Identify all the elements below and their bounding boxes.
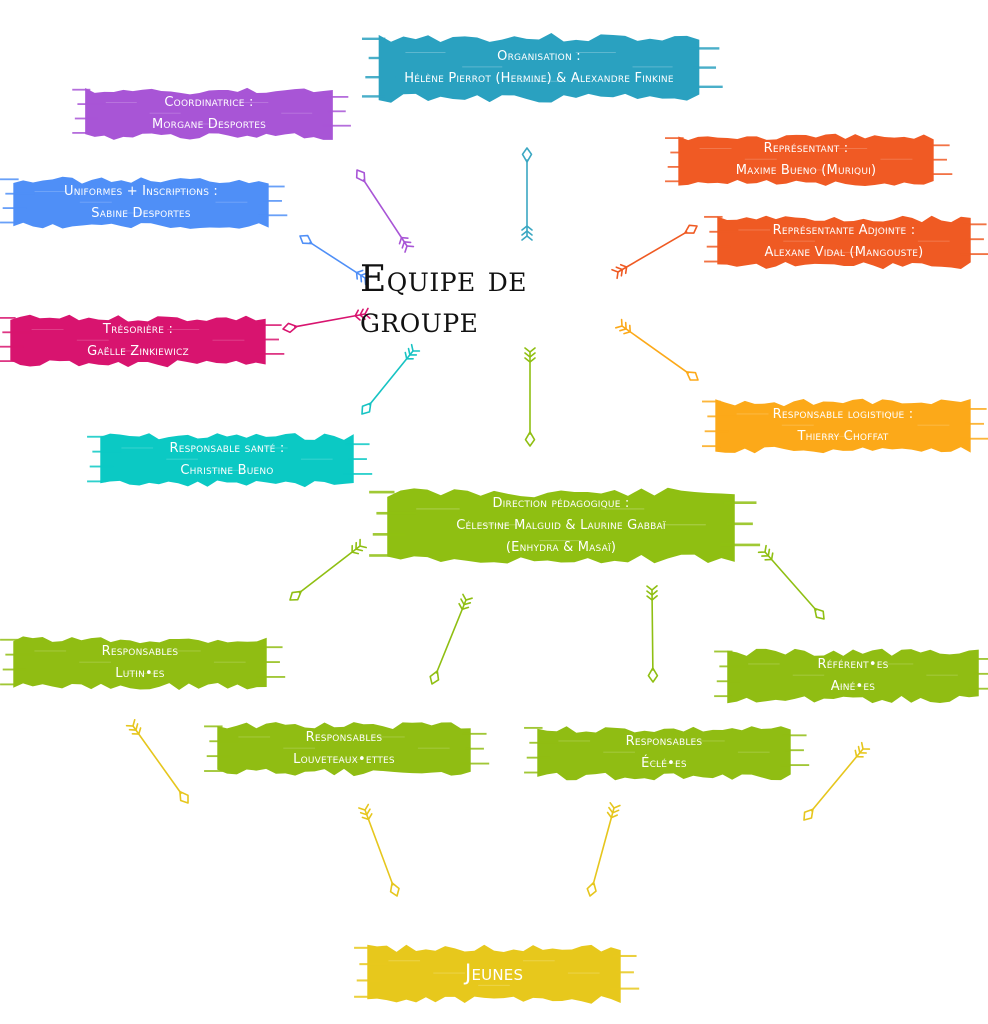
brush-stroke	[0, 636, 286, 691]
brush-stroke	[714, 648, 988, 704]
person-names: Maxime Bueno (Muriqui)	[735, 163, 877, 178]
role-label: Représentant :	[763, 141, 849, 156]
arrow-to-logistique	[615, 318, 699, 381]
role-label: Représentante Adjointe :	[772, 223, 916, 238]
group-name: Louveteaux•ettes	[293, 752, 395, 767]
person-names: Christine Bueno	[180, 463, 274, 478]
group-name: Lutin•es	[115, 666, 165, 681]
box-representante-adjointe: Représentante Adjointe : Alexane Vidal (…	[704, 211, 988, 273]
box-direction-pedagogique: Direction pédagogique : Célestine Malgui…	[369, 482, 761, 570]
arrow-ainees-to-jeunes	[803, 741, 871, 821]
role-label: Responsable logistique :	[772, 407, 914, 422]
arrow-to-direction	[524, 347, 536, 447]
brush-stroke	[204, 722, 490, 777]
arrow-to-coordinatrice	[355, 169, 415, 253]
person-names: Sabine Desportes	[91, 206, 191, 221]
role-label: Responsables	[101, 644, 179, 659]
person-names: Alexane Vidal (Mangouste)	[764, 245, 924, 260]
person-names: Hélène Pierrot (Hermine) & Alexandre Fin…	[404, 71, 674, 86]
arrow-to-ainees	[757, 544, 825, 620]
box-responsable-logistique: Responsable logistique : Thierry Choffat	[702, 395, 988, 457]
role-label: Référent•es	[817, 657, 889, 672]
role-label: Direction pédagogique :	[492, 496, 630, 511]
group-name: Ainé•es	[830, 679, 876, 694]
arrow-louveteaux-to-jeunes	[358, 803, 400, 897]
brush-stroke	[87, 433, 373, 488]
person-names: Gaëlle Zinkiewicz	[87, 344, 189, 359]
brush-stroke	[702, 398, 988, 454]
arrow-to-representants	[611, 224, 698, 280]
box-organisation: Organisation : Hélène Pierrot (Hermine) …	[361, 28, 723, 108]
arrow-to-lutins	[289, 538, 367, 601]
group-name: Jeunes	[464, 961, 524, 986]
box-responsable-sante: Responsable santé : Christine Bueno	[87, 429, 373, 491]
box-jeunes: Jeunes	[354, 940, 640, 1008]
arrow-to-eclees	[646, 585, 659, 683]
box-responsables-eclees: Responsables Éclé•es	[524, 722, 810, 784]
person-aliases: (Enhydra & Masaï)	[505, 540, 617, 555]
arrow-eclees-to-jeunes	[586, 802, 621, 897]
box-representant: Représentant : Maxime Bueno (Muriqui)	[665, 130, 953, 190]
center-title: Equipe de groupe	[360, 259, 528, 341]
brush-stroke	[665, 133, 953, 186]
box-coordinatrice: Coordinatrice : Morgane Desportes	[72, 84, 351, 144]
person-names: Célestine Malguid & Laurine Gabbaï	[456, 518, 666, 533]
arrow-to-louveteaux	[429, 593, 473, 685]
role-label: Responsables	[625, 734, 703, 749]
box-responsables-lutines: Responsables Lutin•es	[0, 632, 286, 694]
box-tresoriere: Trésorière : Gaëlle Zinkiewicz	[0, 311, 285, 371]
role-label: Responsables	[305, 730, 383, 745]
brush-stroke	[524, 726, 810, 781]
arrow-lutins-to-jeunes	[125, 719, 189, 804]
brush-stroke	[0, 176, 288, 229]
box-referentes-ainees: Référent•es Ainé•es	[714, 645, 988, 707]
person-names: Thierry Choffat	[797, 429, 889, 444]
role-label: Responsable santé :	[169, 441, 285, 456]
brush-stroke	[0, 314, 285, 368]
arrow-to-tresoriere	[282, 307, 371, 334]
brush-stroke	[361, 32, 723, 103]
role-label: Organisation :	[497, 49, 581, 64]
role-label: Uniformes + Inscriptions :	[63, 184, 219, 199]
brush-stroke	[72, 87, 351, 140]
role-label: Coordinatrice :	[164, 95, 254, 110]
group-name: Éclé•es	[641, 756, 687, 771]
box-responsables-louveteaux: Responsables Louveteaux•ettes	[204, 718, 490, 780]
arrow-to-uniformes	[299, 234, 372, 286]
brush-stroke	[704, 215, 988, 270]
role-label: Trésorière :	[102, 322, 174, 337]
brush-stroke	[354, 944, 640, 1004]
person-names: Morgane Desportes	[151, 117, 267, 132]
box-uniformes-inscriptions: Uniformes + Inscriptions : Sabine Despor…	[0, 173, 288, 233]
arrow-to-sante	[361, 343, 421, 415]
arrow-to-organisation	[521, 147, 533, 241]
brush-stroke	[369, 487, 761, 564]
